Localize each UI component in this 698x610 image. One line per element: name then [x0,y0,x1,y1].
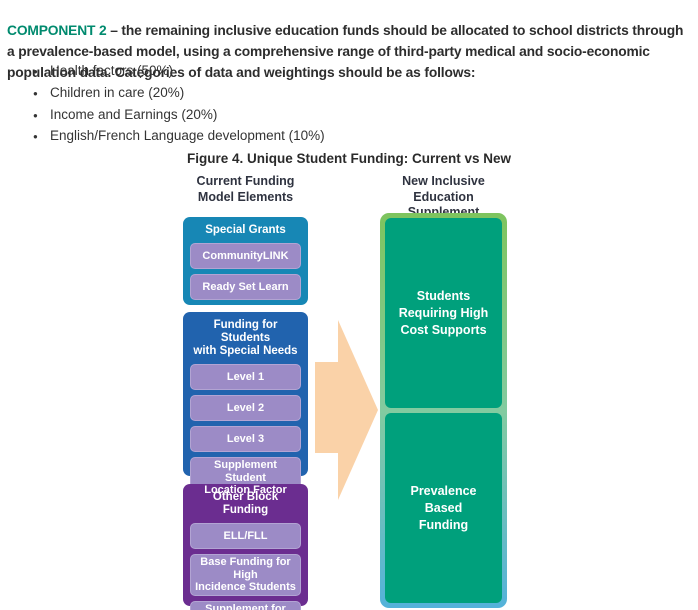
funding-item: ELL/FLL [190,523,301,549]
funding-item: Base Funding for High Incidence Students [190,554,301,596]
funding-item: Supplement for Vulnerable Students [190,600,301,610]
current-funding-column: Special Grants CommunityLINK Ready Set L… [183,217,308,610]
weighting-bullet-list: Health factors (50%) Children in care (2… [31,60,325,148]
bullet-item: Income and Earnings (20%) [31,104,325,127]
supplement-frame: Students Requiring High Cost Supports Pr… [380,213,507,608]
figure-title: Figure 4. Unique Student Funding: Curren… [186,151,511,166]
supplement-box-prevalence: Prevalence Based Funding [385,413,502,603]
funding-item: Supplement Student Location Factor [190,457,301,499]
funding-item: Level 1 [190,364,301,390]
supplement-box-high-cost: Students Requiring High Cost Supports [385,218,502,408]
group-title: Special Grants [205,224,286,236]
group-title: Funding for Students with Special Needs [193,319,298,357]
left-column-header: Current Funding Model Elements [196,174,295,204]
group-title: Other Block Funding [212,491,279,516]
funding-group-other-block: Other Block Funding ELL/FLL Base Funding… [183,484,308,610]
funding-item: Level 2 [190,395,301,421]
bullet-item: Children in care (20%) [31,82,325,105]
bullet-item: English/French Language development (10%… [31,125,325,148]
funding-item: CommunityLINK [190,243,301,269]
funding-group-special-needs: Funding for Students with Special Needs … [183,312,308,499]
component-label: COMPONENT 2 [7,22,107,38]
bullet-item: Health factors (50%) [31,60,325,83]
funding-item: Level 3 [190,426,301,452]
right-arrow-icon [308,317,380,502]
funding-group-special-grants: Special Grants CommunityLINK Ready Set L… [183,217,308,305]
funding-item: Ready Set Learn [190,274,301,300]
